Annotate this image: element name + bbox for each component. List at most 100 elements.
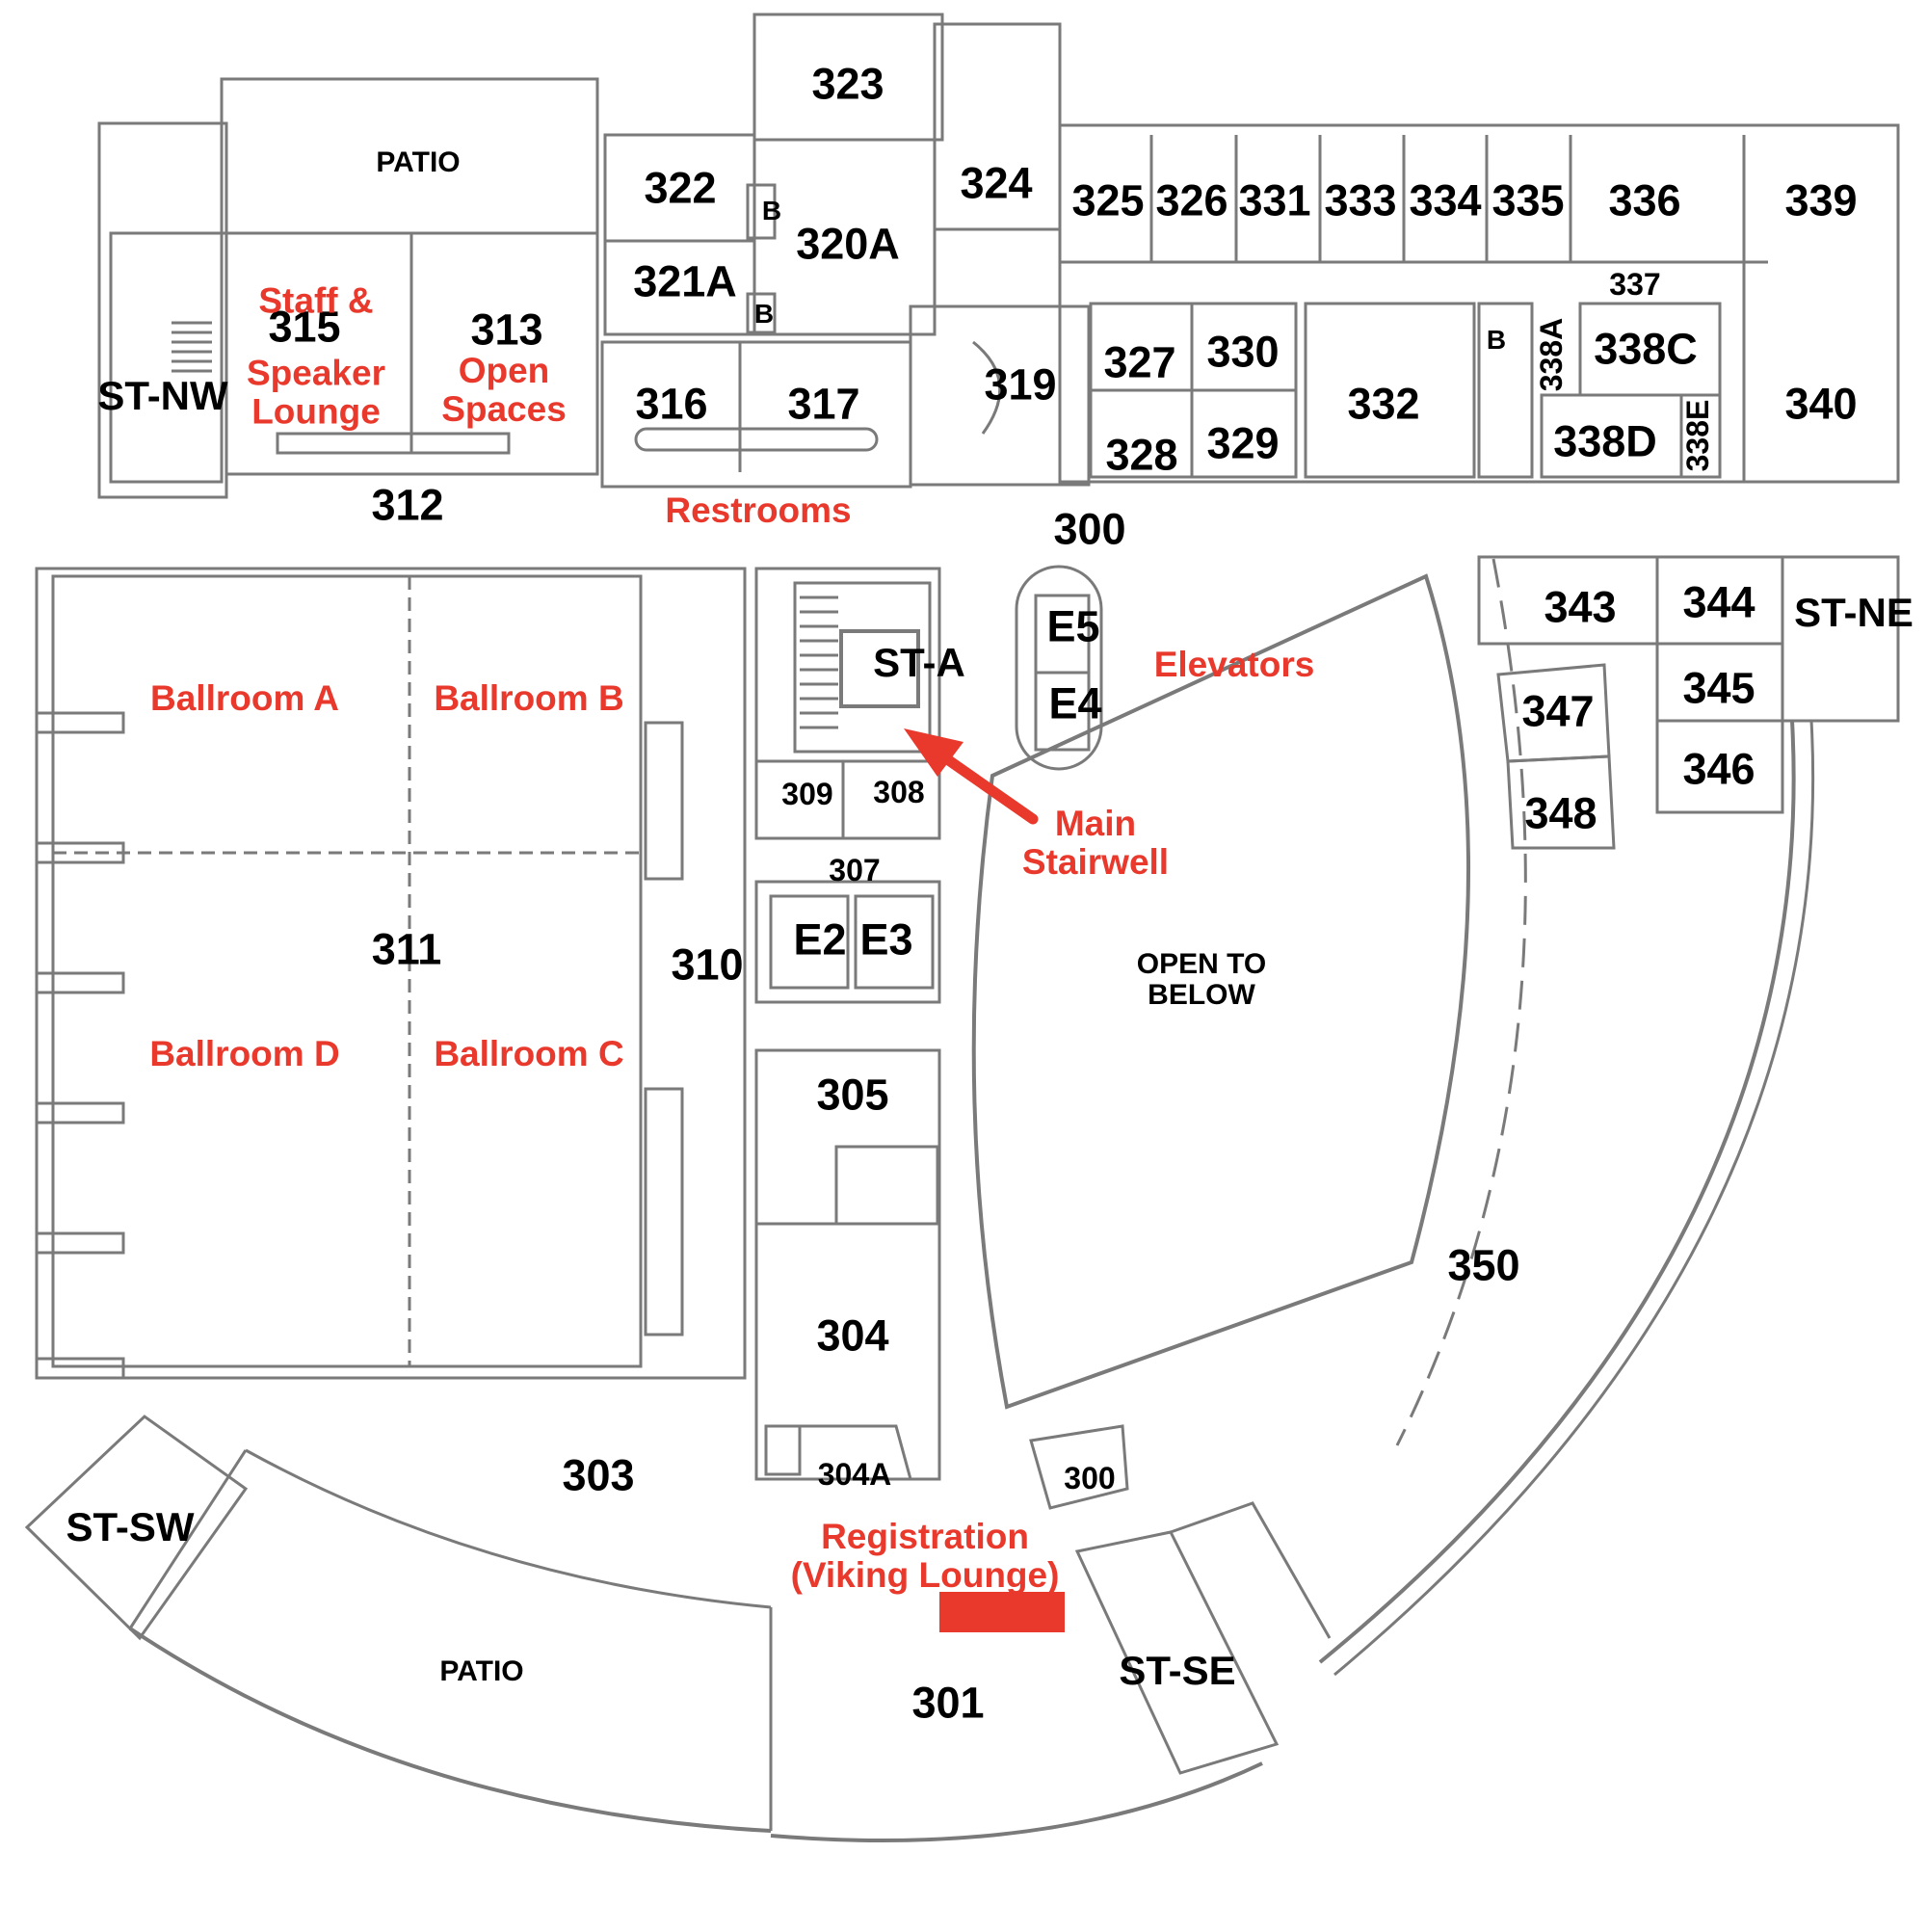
- wall-305-inner: [834, 1145, 939, 1226]
- elevator-e2: E2: [793, 914, 847, 965]
- room-315: 315: [268, 302, 341, 352]
- room-335: 335: [1491, 175, 1565, 225]
- annotation-main-stairwell-line-2: Stairwell: [1021, 842, 1170, 882]
- room-304: 304: [816, 1310, 889, 1361]
- wall-st-se-wing: [1170, 1501, 1332, 1639]
- wall-st-nw-inner: [109, 231, 224, 484]
- room-b-closet-3: B: [1486, 325, 1507, 355]
- wall-st-ne: [1781, 555, 1900, 723]
- stair-st-a: ST-A: [873, 640, 965, 685]
- stair-st-nw: ST-NW: [97, 373, 228, 418]
- room-343: 343: [1544, 582, 1617, 632]
- room-336: 336: [1608, 175, 1681, 225]
- room-344: 344: [1682, 577, 1755, 627]
- room-308: 308: [873, 775, 925, 809]
- wall-st-se: [1074, 1530, 1280, 1775]
- stair-st-ne: ST-NE: [1794, 590, 1914, 635]
- room-337: 337: [1609, 267, 1661, 302]
- room-332: 332: [1347, 379, 1420, 429]
- wall-b-closet-1: [746, 183, 777, 240]
- annotation-elevators: Elevators: [1153, 645, 1315, 684]
- room-330: 330: [1206, 327, 1280, 377]
- wall-east-offices: [1058, 123, 1900, 484]
- room-320a: 320A: [796, 219, 900, 269]
- annotation-main-stairwell: Main Stairwell: [1022, 805, 1169, 882]
- annotation-staff-lounge-line-2: Speaker: [247, 353, 385, 393]
- annotation-open-spaces-line-2: Spaces: [441, 389, 567, 429]
- label-open-to-below: OPEN TO BELOW: [1137, 949, 1266, 1011]
- wall-e2-car: [769, 894, 850, 990]
- room-338d: 338D: [1553, 416, 1657, 466]
- annotation-ballroom-c: Ballroom C: [434, 1034, 624, 1073]
- room-323: 323: [811, 59, 884, 109]
- room-300-south: 300: [1064, 1461, 1116, 1495]
- room-338c: 338C: [1594, 324, 1698, 374]
- stair-st-sw: ST-SW: [66, 1504, 195, 1549]
- room-313: 313: [470, 304, 543, 355]
- wall-b-closet-3: [1477, 302, 1534, 479]
- wall-346: [1655, 719, 1784, 814]
- wall-319-curve: [972, 340, 1002, 435]
- room-338e: 338E: [1680, 399, 1715, 472]
- stair-treads-nw: [172, 321, 212, 373]
- label-open-to-below-line-2: BELOW: [1148, 979, 1255, 1011]
- room-347: 347: [1521, 686, 1595, 736]
- wall-e4-e5-pod: [1015, 565, 1103, 771]
- room-339: 339: [1784, 175, 1858, 225]
- wall-st-a-inner: [793, 581, 932, 754]
- room-304a: 304A: [817, 1457, 892, 1492]
- room-b-closet-2: B: [753, 299, 775, 329]
- annotation-open-spaces-line-1: Open: [458, 351, 550, 390]
- stair-treads-a: [800, 595, 838, 729]
- label-patio-bottom: PATIO: [439, 1655, 524, 1687]
- annotation-registration-line-1: Registration: [821, 1517, 1029, 1556]
- wall-350-outer-arc-2: [1333, 720, 1815, 1677]
- annotation-ballroom-a: Ballroom A: [150, 678, 339, 718]
- room-319: 319: [984, 359, 1057, 410]
- room-333: 333: [1324, 175, 1397, 225]
- room-340: 340: [1784, 379, 1858, 429]
- room-307: 307: [829, 853, 881, 887]
- wall-300-south: [1029, 1424, 1129, 1510]
- wall-patio-bottom-inner: [245, 1448, 772, 1609]
- room-309: 309: [781, 777, 833, 811]
- room-350: 350: [1447, 1240, 1520, 1290]
- wall-st-a-landing: [839, 629, 920, 708]
- room-328: 328: [1105, 430, 1178, 480]
- room-301: 301: [911, 1678, 985, 1728]
- room-348: 348: [1524, 788, 1597, 838]
- room-321a: 321A: [633, 256, 737, 306]
- wall-open-to-below: [971, 573, 1471, 1410]
- room-312: 312: [371, 480, 444, 530]
- wall-e3-car: [854, 894, 935, 990]
- room-305: 305: [816, 1070, 889, 1120]
- wall-350-outer-arc: [1318, 720, 1796, 1664]
- room-303: 303: [562, 1450, 635, 1500]
- annotation-main-stairwell-line-1: Main: [1054, 804, 1137, 843]
- wall-304a: [798, 1424, 912, 1480]
- wall-348: [1506, 754, 1616, 850]
- room-331: 331: [1238, 175, 1311, 225]
- wall-338e: [1679, 393, 1722, 479]
- room-338a: 338A: [1534, 317, 1569, 392]
- elevator-e4: E4: [1048, 678, 1102, 728]
- wall-ballroom-inner: [51, 574, 643, 1368]
- wall-304-closet: [764, 1424, 802, 1476]
- wall-south-entry: [770, 1761, 1263, 1842]
- room-325: 325: [1071, 175, 1145, 225]
- label-patio-top: PATIO: [376, 146, 461, 178]
- wall-ballroom-side-2: [644, 1087, 684, 1337]
- room-300: 300: [1053, 504, 1126, 554]
- wall-350-inner-arc: [1395, 558, 1527, 1446]
- wall-319: [909, 304, 1091, 487]
- wall-ballroom-side-1: [644, 721, 684, 881]
- wall-308: [841, 759, 941, 840]
- room-345: 345: [1682, 663, 1755, 713]
- wall-restroom-sinks: [634, 427, 879, 452]
- room-317: 317: [787, 379, 860, 429]
- annotation-registration-line-2: (Viking Lounge): [790, 1555, 1060, 1595]
- annotation-staff-lounge-line-3: Lounge: [251, 391, 381, 432]
- wall-332: [1304, 302, 1476, 479]
- annotation-restrooms: Restrooms: [665, 490, 852, 530]
